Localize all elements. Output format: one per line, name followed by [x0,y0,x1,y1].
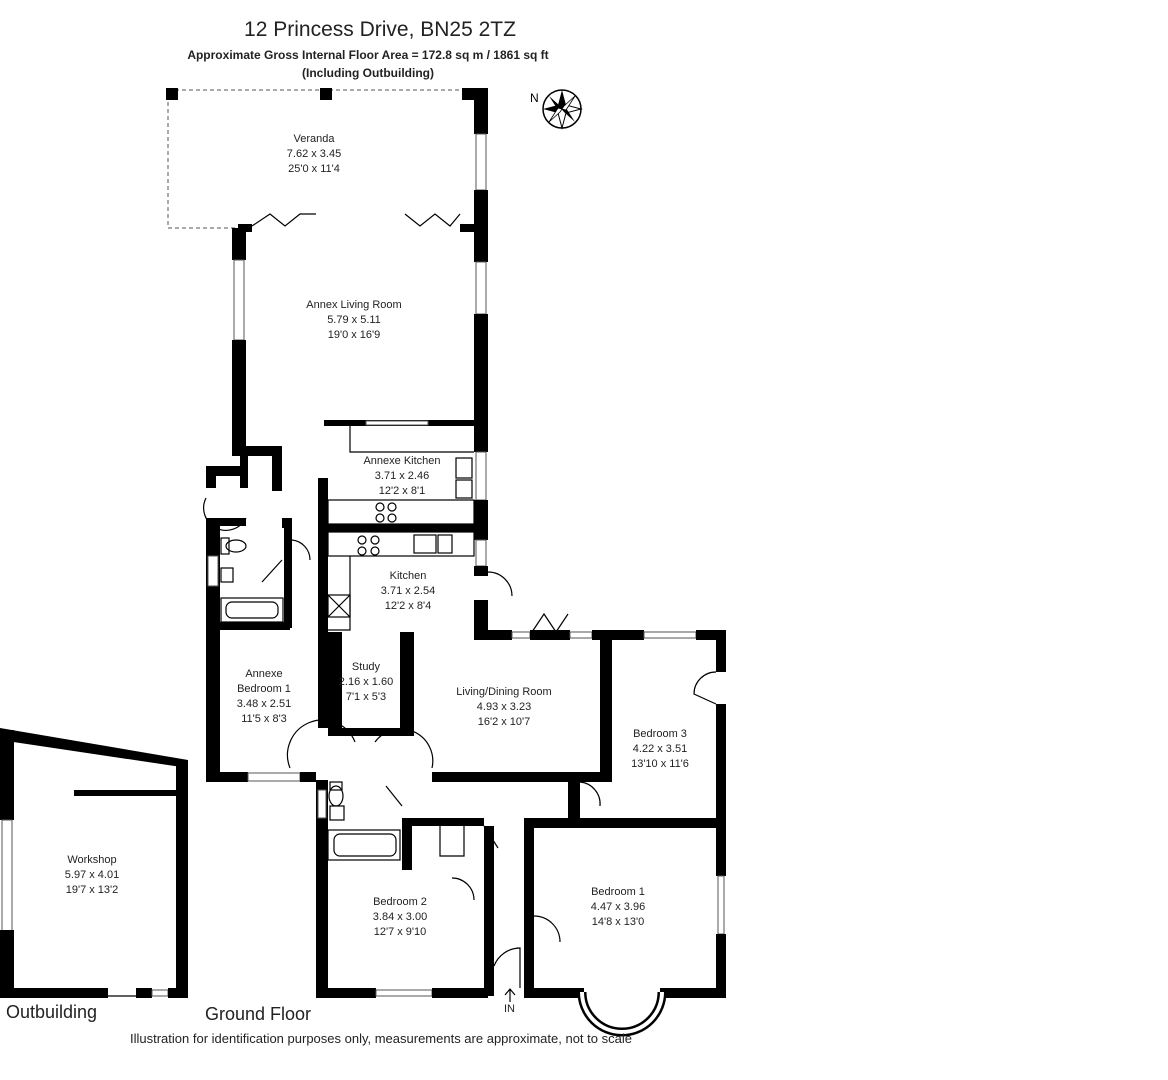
svg-text:Workshop: Workshop [67,854,116,866]
disclaimer: Illustration for identification purposes… [130,1031,632,1046]
entrance-arrow-icon [504,988,516,1002]
compass-north-label: N [530,91,539,105]
svg-text:12'2 x 8'4: 12'2 x 8'4 [385,600,431,612]
room-label-bedroom-1: Bedroom 1 4.47 x 3.96 14'8 x 13'0 [591,886,645,928]
bedroom-1-walls [524,818,726,1037]
svg-text:3.84 x 3.00: 3.84 x 3.00 [373,911,427,923]
room-label-living-dining-room: Living/Dining Room 4.93 x 3.23 16'2 x 10… [456,686,551,728]
room-label-annexe-kitchen: Annexe Kitchen 3.71 x 2.46 12'2 x 8'1 [363,455,440,497]
floor-area-line: Approximate Gross Internal Floor Area = … [187,48,549,62]
svg-text:Bedroom 1: Bedroom 1 [237,683,291,695]
svg-text:25'0 x 11'4: 25'0 x 11'4 [288,163,340,175]
svg-text:Veranda: Veranda [294,133,336,145]
room-label-bedroom-3: Bedroom 3 4.22 x 3.51 13'10 x 11'6 [631,728,689,770]
svg-text:13'10 x 11'6: 13'10 x 11'6 [631,758,689,770]
svg-text:5.97 x 4.01: 5.97 x 4.01 [65,869,119,881]
bath-icon [220,597,284,623]
basin-icon [329,805,345,821]
floor-label: Ground Floor [205,1004,312,1024]
svg-text:12'7 x 9'10: 12'7 x 9'10 [374,926,427,938]
svg-text:19'0 x 16'9: 19'0 x 16'9 [328,329,381,341]
svg-text:3.71 x 2.54: 3.71 x 2.54 [381,585,435,597]
bedroom-2-walls [316,826,521,998]
bath-icon [327,829,401,861]
annexe-bedroom-walls [203,497,311,782]
entrance-label: IN [504,1003,515,1015]
svg-text:Annexe Kitchen: Annexe Kitchen [363,455,440,467]
veranda-area [166,88,478,229]
svg-text:7.62 x 3.45: 7.62 x 3.45 [287,148,341,160]
hob-icon [357,535,380,556]
svg-text:4.22 x 3.51: 4.22 x 3.51 [633,743,687,755]
svg-text:Bedroom 3: Bedroom 3 [633,728,687,740]
workshop-walls [0,728,188,998]
annex-walls [206,88,488,640]
svg-text:11'5 x 8'3: 11'5 x 8'3 [241,713,287,725]
svg-text:Bedroom 2: Bedroom 2 [373,896,427,908]
svg-text:Study: Study [352,661,381,673]
room-label-kitchen: Kitchen 3.71 x 2.54 12'2 x 8'4 [381,570,435,612]
bathroom-walls [316,780,499,872]
room-label-veranda: Veranda 7.62 x 3.45 25'0 x 11'4 [287,133,341,175]
sink-icon [455,457,473,499]
toilet-icon [328,781,344,807]
compass-rose-icon [542,89,583,130]
svg-text:14'8 x 13'0: 14'8 x 13'0 [592,916,645,928]
room-label-annex-living-room: Annex Living Room 5.79 x 5.11 19'0 x 16'… [306,299,401,341]
svg-text:12'2 x 8'1: 12'2 x 8'1 [379,485,425,497]
hall-walls [286,571,612,782]
svg-text:16'2 x 10'7: 16'2 x 10'7 [478,716,531,728]
room-label-study: Study 2.16 x 1.60 7'1 x 5'3 [339,661,393,703]
kitchen-walls [318,457,478,728]
sink-icon [413,534,453,554]
svg-text:2.16 x 1.60: 2.16 x 1.60 [339,676,393,688]
svg-text:7'1 x 5'3: 7'1 x 5'3 [346,691,386,703]
room-label-workshop: Workshop 5.97 x 4.01 19'7 x 13'2 [65,854,119,896]
room-label-bedroom-2: Bedroom 2 3.84 x 3.00 12'7 x 9'10 [373,896,427,938]
svg-text:3.48 x 2.51: 3.48 x 2.51 [237,698,291,710]
svg-text:Annexe: Annexe [245,668,282,680]
basin-icon [220,567,234,583]
plan-title: 12 Princess Drive, BN25 2TZ [244,18,516,41]
svg-text:Bedroom 1: Bedroom 1 [591,886,645,898]
outbuilding-note: (Including Outbuilding) [302,66,434,80]
svg-text:Kitchen: Kitchen [390,570,427,582]
svg-text:4.93 x 3.23: 4.93 x 3.23 [477,701,531,713]
svg-text:Living/Dining Room: Living/Dining Room [456,686,551,698]
bedroom-3-walls [568,630,726,820]
study-walls [328,632,414,736]
svg-text:5.79 x 5.11: 5.79 x 5.11 [327,314,381,326]
svg-text:19'7 x 13'2: 19'7 x 13'2 [66,884,119,896]
svg-text:4.47 x 3.96: 4.47 x 3.96 [591,901,645,913]
hob-icon [375,502,397,523]
outbuilding-label: Outbuilding [6,1002,98,1022]
room-label-annexe-bedroom-1: Annexe Bedroom 1 3.48 x 2.51 11'5 x 8'3 [237,668,291,725]
toilet-icon [220,537,247,555]
svg-text:3.71 x 2.46: 3.71 x 2.46 [375,470,429,482]
svg-text:Annex Living Room: Annex Living Room [306,299,401,311]
